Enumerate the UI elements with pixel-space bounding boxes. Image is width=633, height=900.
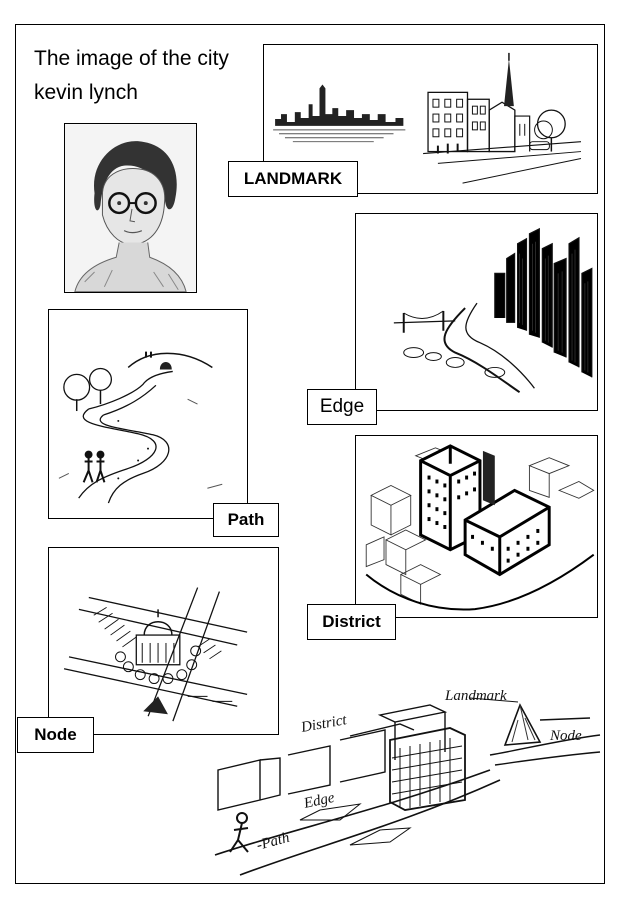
node-label: Node: [17, 717, 94, 753]
path-label: Path: [213, 503, 279, 537]
district-panel: [355, 435, 598, 618]
summary-node-text: Node: [549, 728, 582, 744]
portrait-sketch: [65, 124, 196, 292]
page-title: The image of the city kevin lynch: [34, 42, 229, 110]
title-line-2: kevin lynch: [34, 81, 138, 104]
district-label: District: [307, 604, 396, 640]
path-panel: [48, 309, 248, 519]
node-sketch: [63, 587, 248, 722]
node-panel: [48, 547, 279, 735]
portrait-panel: [64, 123, 197, 293]
title-line-1: The image of the city: [34, 47, 229, 70]
summary-sketch: District Landmark Node Edge -Path: [200, 680, 605, 880]
landmark-label: LANDMARK: [228, 161, 358, 197]
edge-label: Edge: [307, 389, 377, 425]
landmark-sketch: [273, 52, 582, 184]
summary-landmark-text: Landmark: [444, 688, 507, 704]
page-frame: [15, 24, 605, 884]
summary-edge-text: Edge: [302, 790, 337, 812]
summary-path-text: -Path: [255, 830, 291, 854]
edge-sketch: [393, 227, 593, 394]
edge-panel: [355, 213, 598, 411]
summary-district-text: District: [299, 712, 349, 736]
path-sketch: [58, 351, 223, 504]
summary-sketch-drawing: District Landmark Node Edge -Path: [214, 688, 601, 876]
district-sketch: [365, 444, 595, 611]
